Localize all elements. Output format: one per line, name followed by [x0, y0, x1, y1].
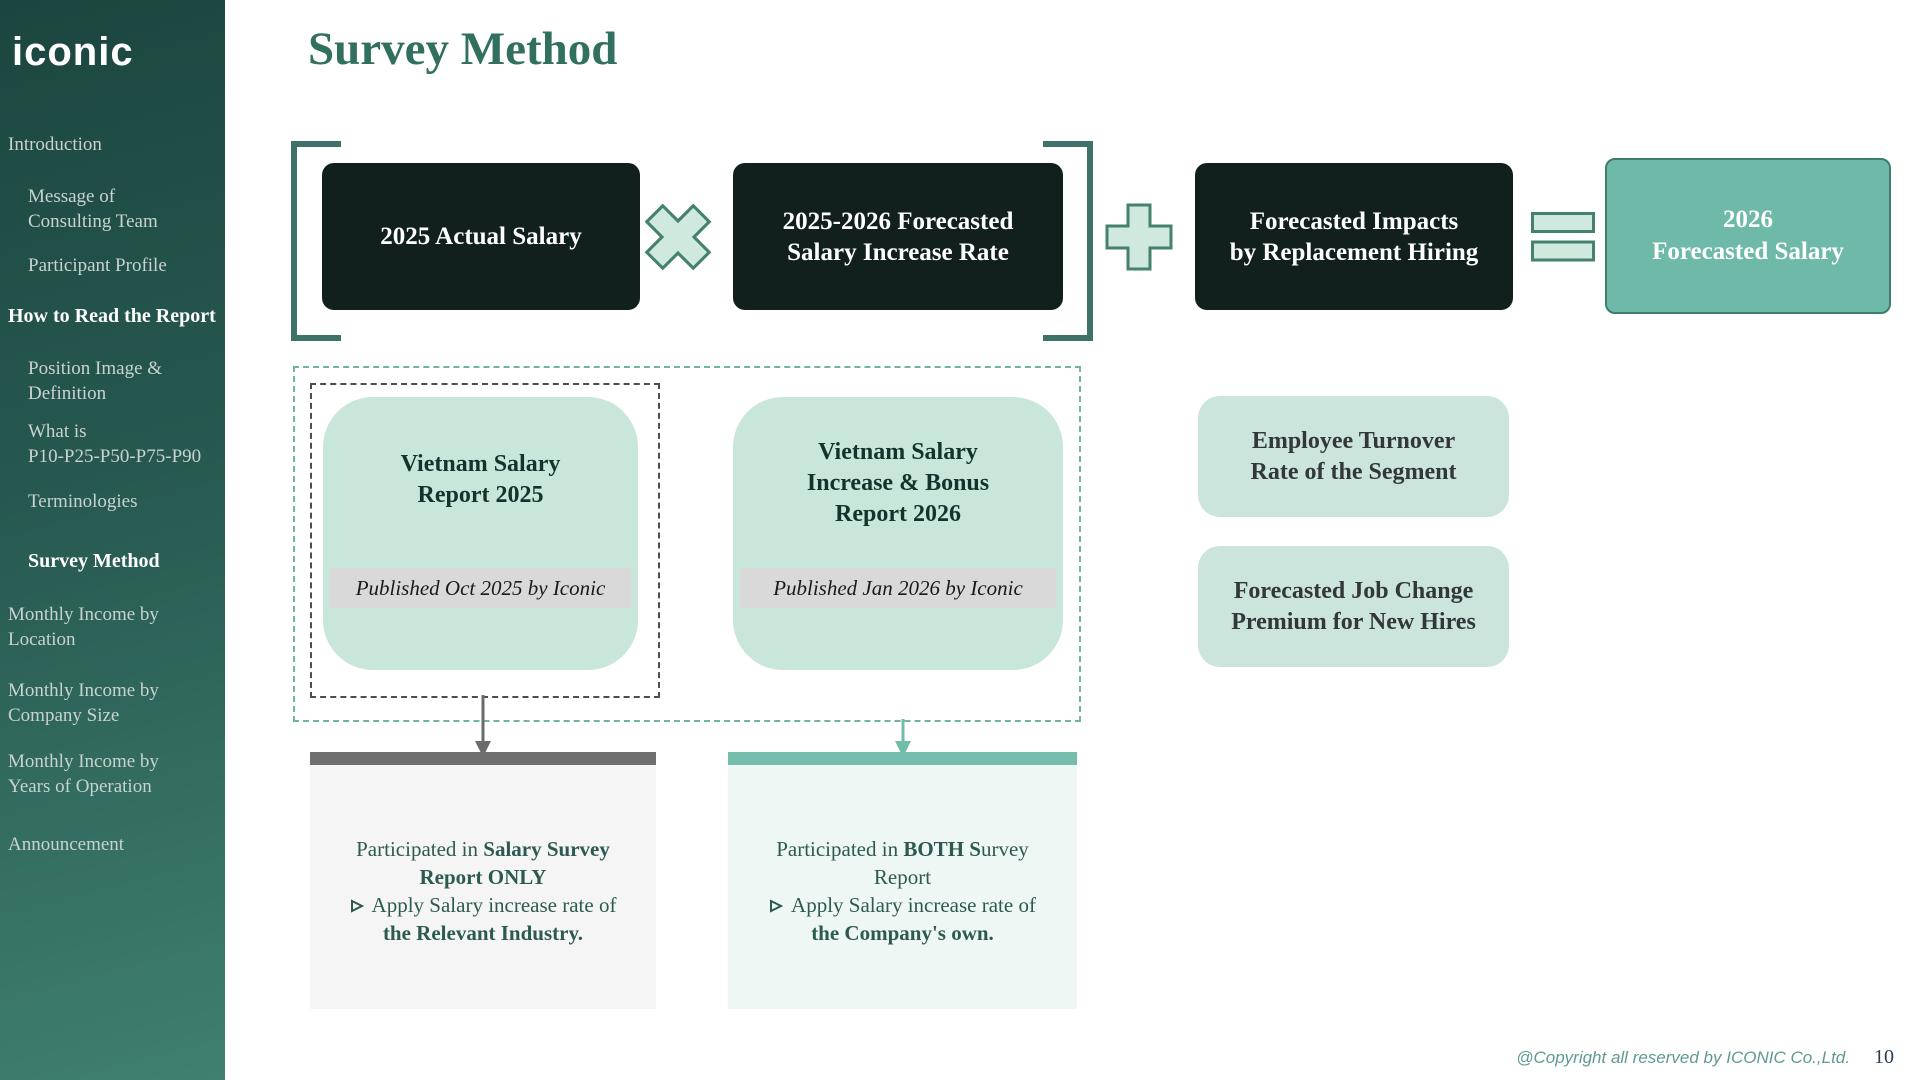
actual-salary-label: 2025 Actual Salary — [380, 223, 582, 250]
premium-line2: Premium for New Hires — [1231, 608, 1476, 635]
report1-title-line2: Report 2025 — [417, 482, 544, 508]
note-right-p2: Report — [873, 865, 932, 889]
employee-turnover-box: Employee Turnover Rate of the Segment — [1198, 396, 1509, 517]
sidebar: iconic Introduction Message of Consultin… — [0, 0, 225, 1080]
report2-title: Vietnam Salary Increase & Bonus Report 2… — [733, 397, 1063, 530]
sidebar-item-how-to-read-the-report[interactable]: How to Read the Report — [8, 305, 216, 327]
sidebar-item-monthly-income-by-years-of-operation[interactable]: Monthly Income by Years of Operation — [8, 751, 159, 797]
report1-title: Vietnam Salary Report 2025 — [323, 397, 638, 511]
sidebar-item-monthly-income-by-company-size[interactable]: Monthly Income by Company Size — [8, 680, 159, 726]
note-left-panel: Participated in Salary Survey Report ONL… — [310, 765, 656, 1009]
premium-line1: Forecasted Job Change — [1233, 577, 1474, 604]
note-right-p1b: BOTH S — [903, 837, 981, 861]
sidebar-item-what-is-percentiles[interactable]: What is P10-P25-P50-P75-P90 — [28, 421, 202, 467]
turnover-line2: Rate of the Segment — [1250, 458, 1457, 485]
note-right-p3: Apply Salary increase rate of — [791, 893, 1036, 917]
result-line2: Forecasted Salary — [1652, 238, 1844, 265]
vietnam-salary-increase-bonus-report-2026-box: Vietnam Salary Increase & Bonus Report 2… — [733, 397, 1063, 670]
note-right-panel: Participated in BOTH Survey Report Apply… — [728, 765, 1077, 1009]
turnover-line1: Employee Turnover — [1251, 427, 1456, 454]
arrow-down-teal-icon — [895, 719, 911, 757]
equals-icon — [1531, 212, 1595, 262]
note-left-p1: Participated in — [356, 837, 484, 861]
arrow-bullet-icon — [770, 899, 784, 913]
sidebar-item-terminologies[interactable]: Terminologies — [28, 491, 138, 512]
bracket-close-icon — [1043, 141, 1093, 341]
footer: @Copyright all reserved by ICONIC Co.,Lt… — [1516, 1046, 1894, 1069]
copyright-text: @Copyright all reserved by ICONIC Co.,Lt… — [1516, 1048, 1850, 1067]
sidebar-item-announcement[interactable]: Announcement — [8, 834, 125, 855]
arrow-down-gray-icon — [475, 695, 491, 757]
job-change-premium-box: Forecasted Job Change Premium for New Hi… — [1198, 546, 1509, 667]
sidebar-item-monthly-income-by-location[interactable]: Monthly Income by Location — [8, 604, 159, 650]
note-right-p1: Participated in — [776, 837, 904, 861]
forecasted-impacts-line1: Forecasted Impacts — [1249, 207, 1459, 235]
result-line1: 2026 — [1723, 206, 1773, 233]
salary-report-dashed-frame — [310, 383, 660, 698]
note-right-top-bar — [728, 752, 1077, 765]
vietnam-salary-report-2025-box: Vietnam Salary Report 2025 Published Oct… — [323, 397, 638, 670]
note-left-p1b: Salary Survey — [483, 837, 610, 861]
both-reports-dashed-frame — [293, 366, 1081, 722]
report2-title-line1: Vietnam Salary — [818, 439, 978, 465]
note-left-p3: Apply Salary increase rate of — [371, 893, 617, 917]
increase-rate-box: 2025-2026 Forecasted Salary Increase Rat… — [733, 163, 1063, 310]
page-number: 10 — [1874, 1046, 1894, 1068]
iconic-logo: iconic — [12, 30, 134, 74]
report1-title-line1: Vietnam Salary — [400, 451, 561, 477]
sidebar-item-position-image-definition[interactable]: Position Image & Definition — [28, 358, 163, 404]
report1-published-strip: Published Oct 2025 by Iconic — [330, 568, 631, 608]
note-right-p4b: the Company's own. — [811, 921, 994, 945]
sidebar-item-introduction[interactable]: Introduction — [8, 134, 102, 155]
arrow-bullet-icon — [350, 899, 364, 913]
sidebar-item-survey-method[interactable]: Survey Method — [28, 550, 160, 572]
forecasted-salary-result-box: 2026 Forecasted Salary — [1605, 158, 1891, 314]
bracket-open-icon — [291, 141, 341, 341]
sidebar-item-participant-profile[interactable]: Participant Profile — [28, 255, 167, 276]
page-title: Survey Method — [308, 23, 618, 75]
report2-published-strip: Published Jan 2026 by Iconic — [740, 568, 1056, 608]
actual-salary-box: 2025 Actual Salary — [322, 163, 640, 310]
forecasted-impacts-box: Forecasted Impacts by Replacement Hiring — [1195, 163, 1513, 310]
increase-rate-line1: 2025-2026 Forecasted — [782, 207, 1014, 235]
note-right-p1c: urvey — [980, 837, 1029, 861]
forecasted-impacts-line2: by Replacement Hiring — [1229, 238, 1479, 266]
note-left-top-bar — [310, 752, 656, 765]
note-left-p4b: the Relevant Industry. — [382, 921, 584, 945]
plus-icon — [1105, 203, 1173, 271]
report2-title-line3: Report 2026 — [835, 501, 961, 527]
note-left-p2b: Report ONLY — [419, 865, 547, 889]
report2-title-line2: Increase & Bonus — [806, 470, 990, 496]
sidebar-item-message-of-consulting-team[interactable]: Message of Consulting Team — [28, 186, 158, 232]
multiply-icon — [644, 203, 712, 271]
increase-rate-line2: Salary Increase Rate — [787, 238, 1009, 266]
